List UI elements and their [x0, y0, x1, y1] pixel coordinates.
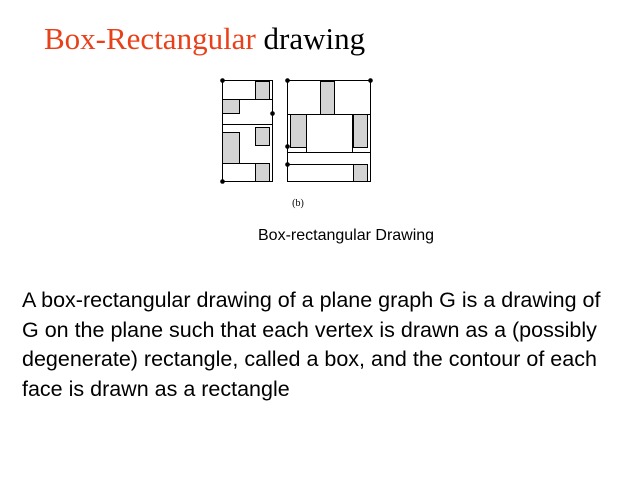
figure-panel-label: (b) [292, 198, 304, 209]
vertex-box [255, 81, 270, 100]
vertex-box [255, 127, 270, 146]
vertex-box [320, 81, 335, 115]
slide-title: Box-Rectangular drawing [44, 20, 365, 58]
right-outer-rectangle [287, 80, 371, 182]
figure-caption: Box-rectangular Drawing [258, 227, 435, 244]
vertex-box [353, 164, 368, 182]
vertex-dot [285, 144, 290, 149]
vertex-box [222, 99, 240, 114]
slide-title-accent: Box-Rectangular [44, 21, 256, 56]
box-rectangular-drawing [220, 78, 373, 184]
vertex-dot [220, 179, 225, 184]
left-outer-rectangle [222, 80, 273, 182]
vertex-dot [270, 111, 275, 116]
vertex-box [290, 114, 307, 148]
slide-title-rest: drawing [255, 21, 366, 56]
vertex-dot [220, 78, 225, 83]
vertex-box [353, 114, 368, 148]
vertex-dot [285, 78, 290, 83]
vertex-box [255, 163, 270, 182]
vertex-dot [368, 78, 373, 83]
vertex-dot [285, 162, 290, 167]
definition-paragraph: A box-rectangular drawing of a plane gra… [22, 288, 601, 401]
vertex-box [222, 132, 240, 164]
